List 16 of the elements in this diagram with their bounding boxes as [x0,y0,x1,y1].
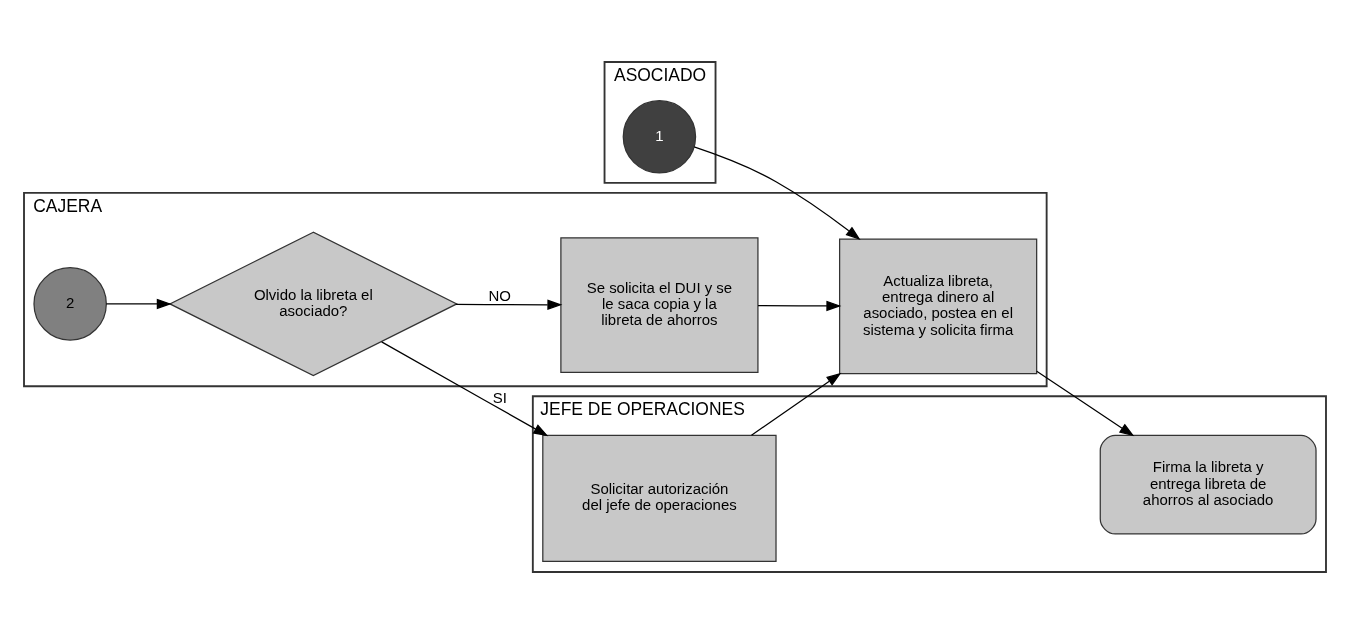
arrow [455,299,563,310]
edge-label: SI [492,389,507,407]
node-circle: 2 [33,267,107,341]
arrow [381,341,549,437]
node-box: Solicitar autorización del jefe de operaciones [542,434,777,563]
arrow [750,372,842,436]
node-box: Actualiza libreta, entrega dinero al asociado, postea en el sistema y solicita firma [839,238,1038,375]
arrow [693,146,861,240]
node-circle: 1 [622,100,697,174]
arrow [757,300,842,312]
arrow [105,298,172,310]
edge-label: NO [488,286,511,304]
node-box: Se solicita el DUI y se le saca copia y la libreta de ahorros [560,237,759,374]
arrow [1036,370,1135,437]
node-box: Firma la libreta y entrega libreta de ahorros al asociado [1099,434,1317,535]
node-diamond: Olvido la libreta el asociado? [168,231,459,377]
